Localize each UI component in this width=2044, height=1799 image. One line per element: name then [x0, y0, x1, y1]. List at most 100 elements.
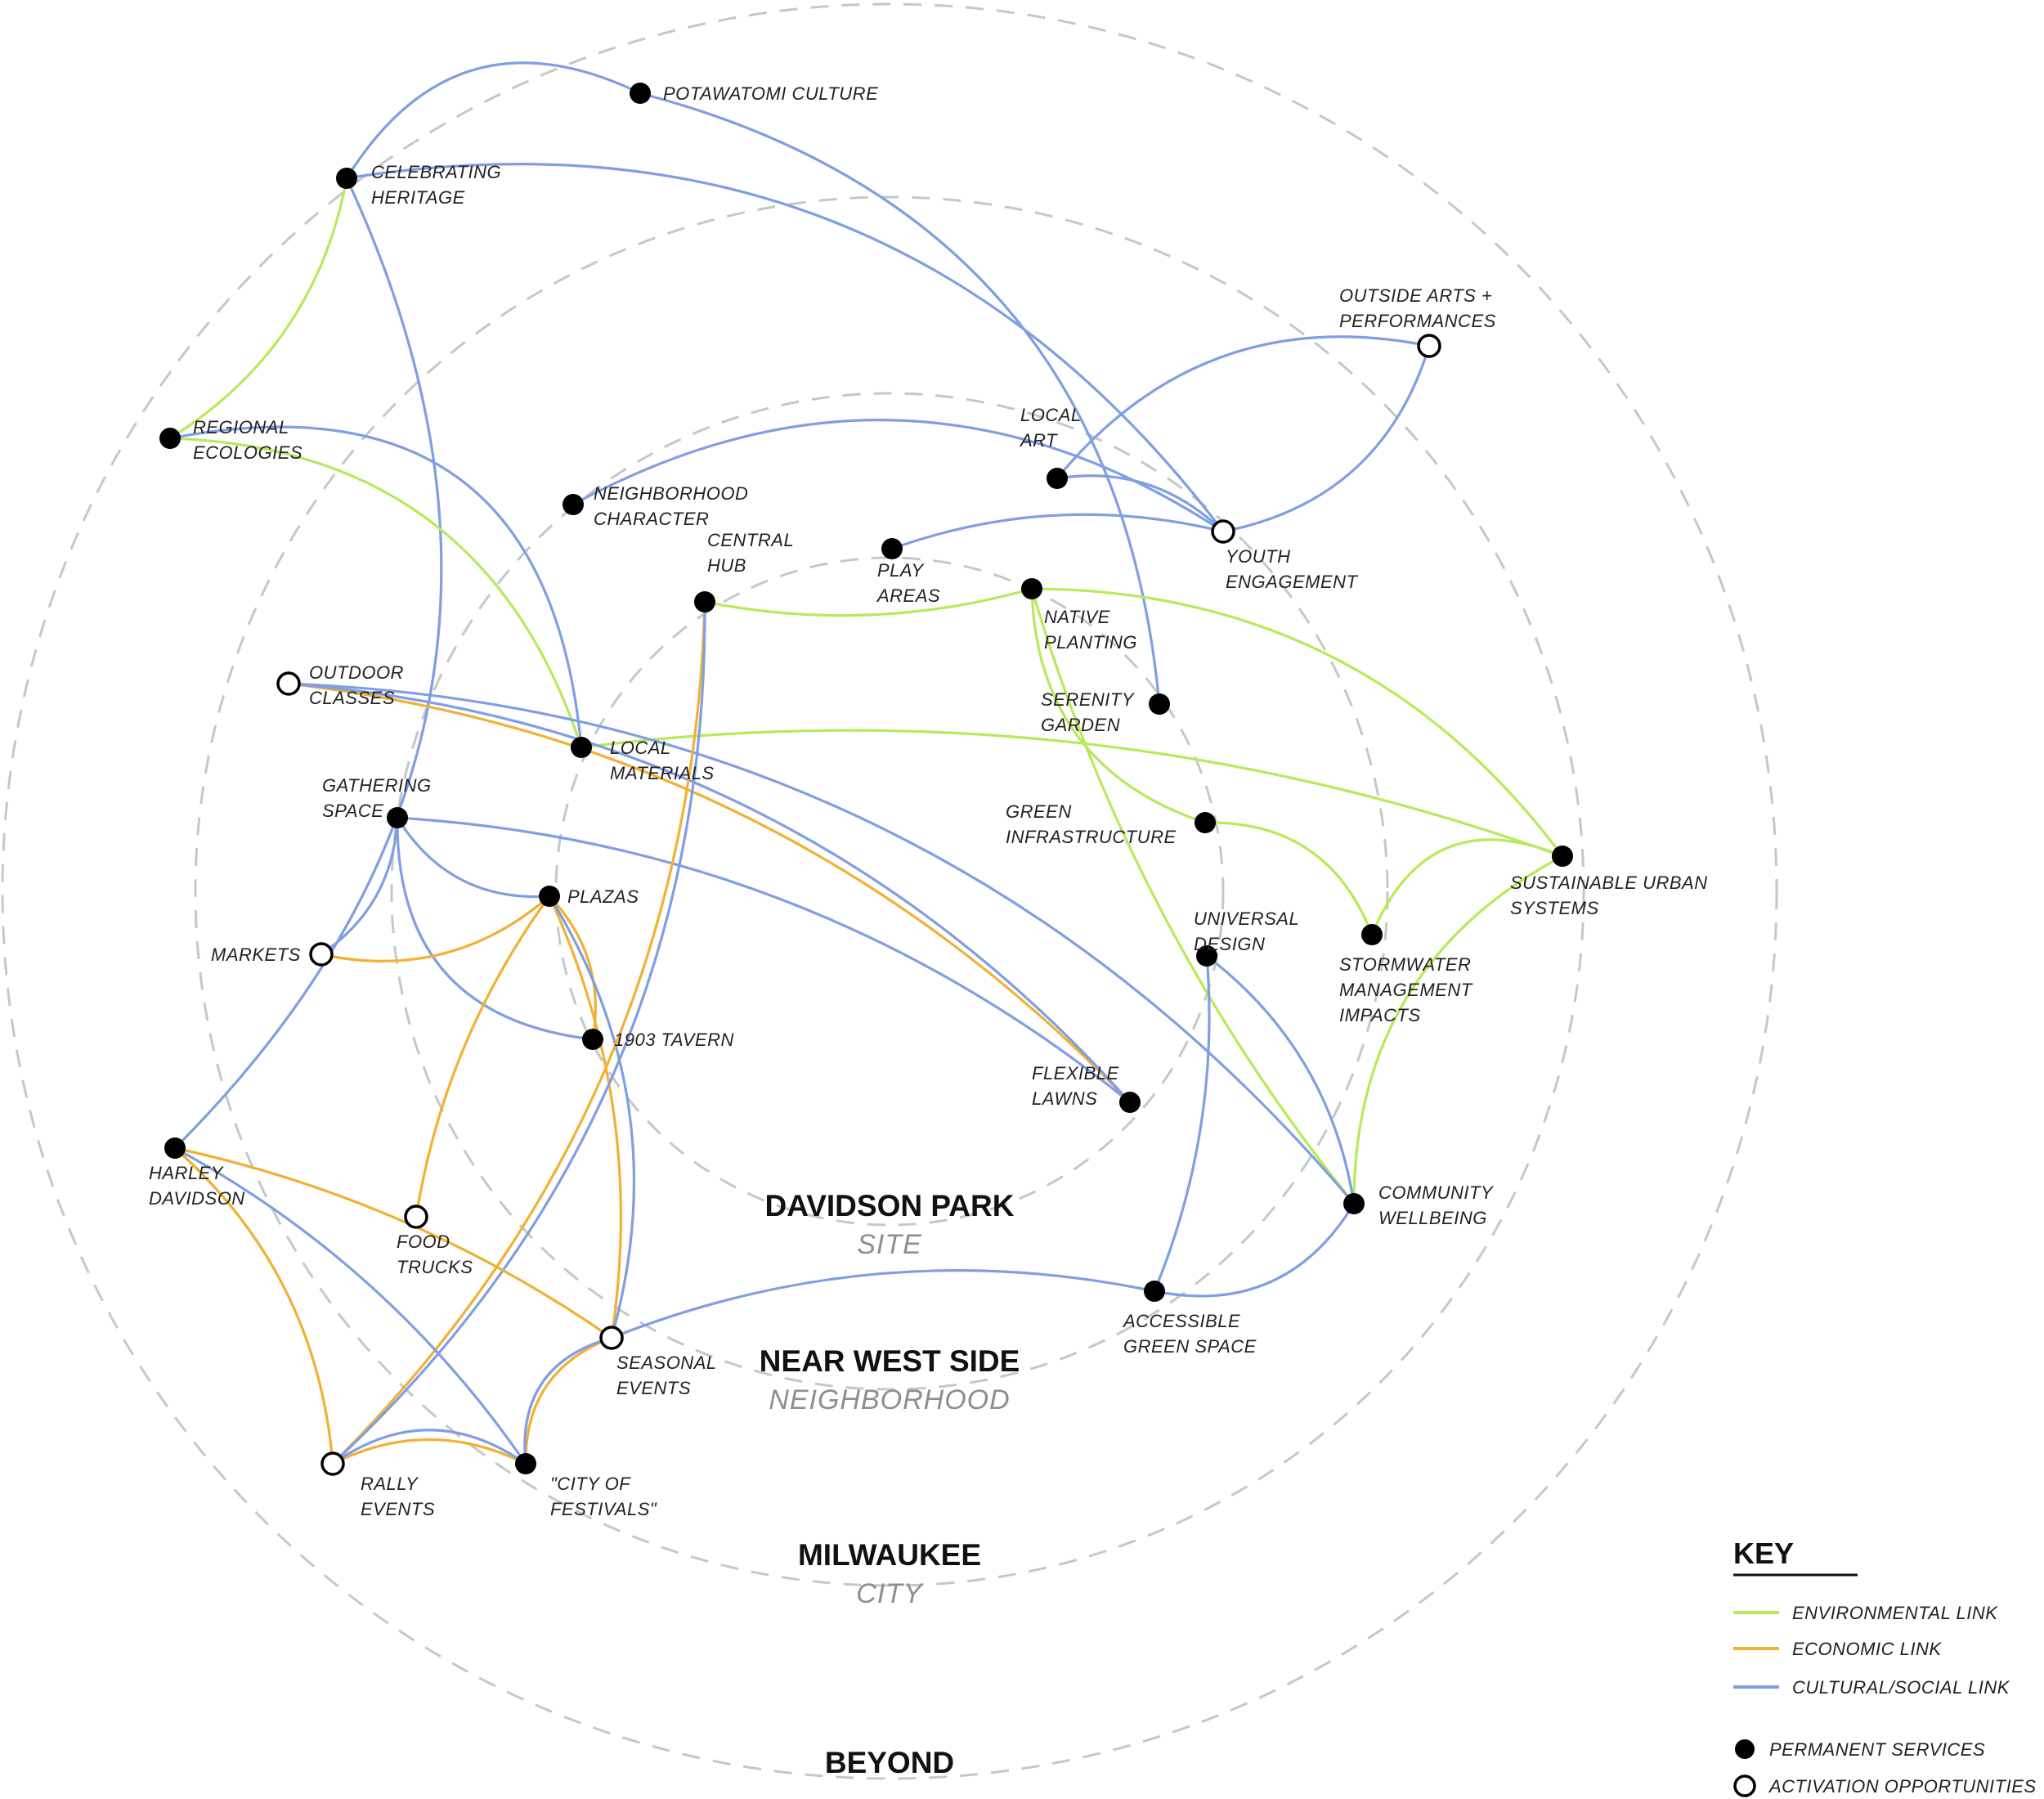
link-environmental-central_hub-native	[703, 587, 1033, 617]
permanent-service-marker	[539, 886, 560, 907]
link-economic-markets-plazas	[320, 895, 551, 962]
ring-beyond	[1, 2, 1778, 1780]
node-label: MARKETS	[211, 944, 301, 965]
link-cultural-harley-festivals	[173, 1146, 527, 1465]
ring-title-beyond: BEYOND	[825, 1746, 954, 1779]
permanent-service-marker	[387, 807, 408, 828]
link-cultural-youth-outside_arts	[1221, 344, 1431, 533]
link-economic-harley-seasonal	[173, 1146, 613, 1339]
link-cultural-heritage-potawatomi	[345, 61, 642, 180]
node-label-line: LAWNS	[1032, 1088, 1097, 1109]
node-tavern: 1903 TAVERN	[582, 1029, 734, 1050]
node-label-line: OUTDOOR	[309, 662, 404, 683]
node-label-line: FLEXIBLE	[1032, 1063, 1119, 1083]
nodes: POTAWATOMI CULTURE CELEBRATING HERITAGE OUT…	[149, 83, 1707, 1519]
link-economic-central_hub-rally	[331, 600, 706, 1465]
node-green-infra: GREEN INFRASTRUCTURE	[1006, 801, 1216, 847]
node-label-line: INFRASTRUCTURE	[1006, 827, 1177, 847]
link-cultural-gathering-markets	[320, 816, 399, 956]
node-label-line: HERITAGE	[371, 187, 465, 208]
node-label-line: YOUTH	[1226, 546, 1291, 567]
node-label-line: HARLEY	[149, 1163, 224, 1183]
legend-environmental-label: ENVIRONMENTAL LINK	[1792, 1603, 1998, 1623]
node-heritage: CELEBRATING HERITAGE	[336, 162, 501, 208]
permanent-service-marker	[694, 591, 715, 612]
permanent-service-marker	[159, 428, 181, 449]
node-label-line: EVENTS	[616, 1378, 691, 1398]
permanent-service-marker	[1361, 924, 1383, 945]
node-label-line: SPACE	[322, 801, 383, 821]
node-label: SEASONAL EVENTS	[616, 1353, 717, 1398]
node-label-line: DAVIDSON	[149, 1188, 245, 1209]
permanent-service-marker	[582, 1029, 603, 1050]
node-label-line: IMPACTS	[1339, 1005, 1421, 1025]
link-cultural-festivals-seasonal	[523, 1336, 613, 1465]
node-label-line: LOCAL	[1020, 405, 1082, 425]
node-label-line: GARDEN	[1041, 715, 1120, 735]
node-label-line: HUB	[707, 555, 746, 576]
node-label-line: ECOLOGIES	[193, 442, 303, 463]
link-cultural-central_hub-rally	[331, 600, 706, 1465]
node-label-line: SEASONAL	[616, 1353, 717, 1373]
node-label-line: MANAGEMENT	[1339, 980, 1473, 1000]
link-economic-plazas-seasonal	[548, 895, 622, 1339]
link-cultural-accessible-community	[1153, 1202, 1356, 1298]
permanent-service-marker	[881, 538, 903, 559]
node-label-line: TRUCKS	[397, 1257, 473, 1277]
node-label-line: FOOD	[397, 1231, 450, 1252]
activation-opportunity-marker	[1417, 334, 1441, 358]
node-label-line: PLANTING	[1044, 632, 1137, 653]
permanent-service-marker	[336, 168, 357, 189]
node-food-trucks: FOOD TRUCKS	[397, 1205, 473, 1277]
link-cultural-play-youth	[890, 513, 1225, 550]
node-label-line: CENTRAL	[707, 530, 794, 550]
node-label: CENTRAL HUB	[707, 530, 794, 576]
link-economic-festivals-seasonal	[524, 1336, 613, 1465]
link-cultural-plazas-seasonal	[548, 895, 635, 1339]
link-cultural-local_art-outside_arts	[1056, 335, 1431, 480]
link-environmental-local_materials-sustainable	[580, 729, 1564, 858]
link-cultural-heritage-youth	[345, 163, 1225, 533]
node-label: 1903 TAVERN	[614, 1030, 734, 1050]
ring-site	[554, 556, 1225, 1227]
node-label-line: POTAWATOMI CULTURE	[663, 83, 878, 104]
link-economic-harley-rally	[173, 1146, 334, 1465]
activation-opportunity-marker	[276, 671, 301, 696]
node-label-line: UNIVERSAL	[1194, 908, 1299, 929]
link-cultural-universal-accessible	[1153, 954, 1211, 1293]
permanent-service-marker	[1552, 846, 1573, 867]
legend-cultural-label: CULTURAL/SOCIAL LINK	[1792, 1677, 2010, 1698]
node-label-line: WELLBEING	[1378, 1208, 1487, 1228]
activation-opportunity-marker	[320, 1451, 345, 1476]
node-central-hub: CENTRAL HUB	[694, 530, 794, 612]
node-label-line: REGIONAL	[193, 417, 289, 437]
ring-title-neighborhood: NEAR WEST SIDE	[760, 1344, 1020, 1378]
node-label: FLEXIBLE LAWNS	[1032, 1063, 1119, 1109]
permanent-service-marker	[563, 494, 584, 515]
permanent-service-marker	[1021, 578, 1042, 599]
links	[168, 61, 1564, 1465]
ring-subtitle-city: CITY	[856, 1578, 924, 1609]
link-environmental-sustainable-community	[1352, 855, 1564, 1205]
link-cultural-potawatomi-serenity	[639, 92, 1161, 706]
node-label-line: CELEBRATING	[371, 162, 501, 182]
activation-opportunity-marker	[1211, 519, 1235, 544]
permanent-service-marker	[630, 83, 651, 104]
node-label-line: GREEN	[1006, 801, 1072, 822]
